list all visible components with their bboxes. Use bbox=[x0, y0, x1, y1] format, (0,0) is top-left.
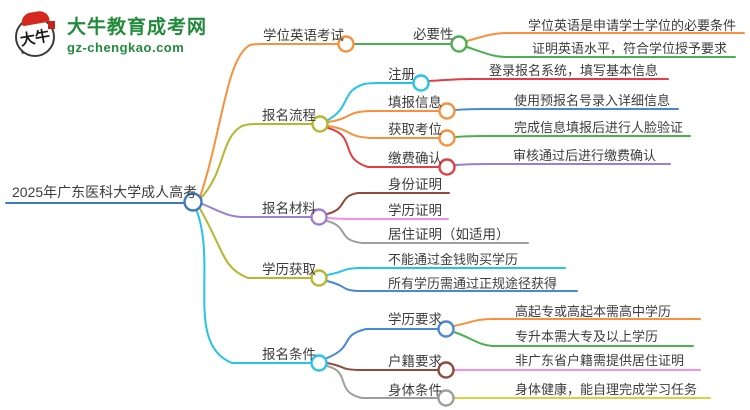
edge-education-proof bbox=[326, 217, 449, 220]
node-circle-degree-acquisition bbox=[310, 269, 328, 287]
node-physical-condition-label: 身体条件 bbox=[388, 383, 442, 398]
site-name: 大牛教育成考网 bbox=[67, 17, 208, 38]
branch-registration-process-label: 报名流程 bbox=[262, 108, 316, 123]
edge-registration-conditions bbox=[195, 208, 312, 364]
edge-fill-info bbox=[327, 110, 440, 123]
edge-highschool-requirement bbox=[453, 318, 701, 327]
edge-residence-proof bbox=[326, 220, 529, 244]
edge-degree-acquisition bbox=[198, 206, 312, 279]
edge-fill-info-detail bbox=[454, 108, 679, 111]
node-circle-degree-english bbox=[337, 35, 355, 53]
node-circle-registration-conditions bbox=[310, 354, 328, 372]
edge-obtain-seat bbox=[327, 125, 440, 139]
branch-registration-materials-label: 报名材料 bbox=[262, 201, 316, 216]
node-obtain-seat-label: 获取考位 bbox=[388, 122, 442, 137]
edge-prove-english-level bbox=[466, 46, 736, 58]
branch-degree-english-label: 学位英语考试 bbox=[263, 28, 344, 43]
branch-degree-acquisition-label: 学历获取 bbox=[262, 262, 316, 277]
central-topic-label: 2025年广东医科大学成人高考 bbox=[12, 184, 198, 200]
detail-fill-info-label: 使用预报名号录入详细信息 bbox=[514, 93, 671, 108]
edge-identity-proof bbox=[326, 192, 450, 215]
edge-register bbox=[327, 82, 414, 121]
detail-degree-english-requirement-label: 学位英语是申请学士学位的必要条件 bbox=[528, 18, 737, 33]
node-register-label: 注册 bbox=[388, 67, 415, 82]
detail-register-label: 登录报名系统，填写基本信息 bbox=[489, 63, 659, 78]
node-circle-necessity bbox=[450, 35, 468, 53]
node-circle-register bbox=[412, 74, 430, 92]
node-circle-payment-confirmation bbox=[438, 158, 456, 176]
detail-obtain-seat-label: 完成信息填报后进行人脸验证 bbox=[514, 120, 684, 135]
node-circle-physical-condition bbox=[437, 389, 455, 407]
node-household-requirement-label: 户籍要求 bbox=[388, 354, 442, 369]
node-payment-confirmation-label: 缴费确认 bbox=[388, 151, 442, 166]
detail-non-guangdong-label: 非广东省户籍需提供居住证明 bbox=[515, 353, 685, 368]
detail-no-money-purchase-label: 不能通过金钱购买学历 bbox=[388, 252, 519, 267]
edge-degree-english-requirement bbox=[466, 32, 745, 42]
edge-obtain-seat-detail bbox=[454, 135, 691, 138]
detail-highschool-requirement-label: 高起专或高起本需高中学历 bbox=[515, 304, 672, 319]
edge-formal-channels bbox=[326, 280, 578, 292]
detail-formal-channels-label: 所有学历需通过正规途径获得 bbox=[388, 276, 558, 291]
site-logo: 大牛 大牛教育成考网 gz-chengkao.com bbox=[14, 9, 207, 61]
node-circle-household-requirement bbox=[437, 361, 455, 379]
edge-registration-materials bbox=[199, 202, 312, 218]
logo-text-block: 大牛教育成考网 gz-chengkao.com bbox=[67, 17, 207, 55]
edge-no-money-purchase bbox=[326, 267, 566, 276]
detail-college-requirement-label: 专升本需大专及以上学历 bbox=[515, 329, 659, 344]
node-circle-fill-info bbox=[438, 102, 456, 120]
edge-payment-confirmation bbox=[327, 127, 440, 168]
edge-college-requirement bbox=[453, 331, 694, 347]
node-fill-info-label: 填报信息 bbox=[388, 95, 442, 110]
edge-education-requirement bbox=[326, 328, 439, 359]
edge-register-detail bbox=[428, 78, 669, 82]
logo-red-seal bbox=[48, 21, 55, 29]
detail-payment-confirmation-label: 审核通过后进行缴费确认 bbox=[513, 148, 657, 163]
site-url: gz-chengkao.com bbox=[67, 40, 185, 55]
detail-prove-english-level-label: 证明英语水平，符合学位授予要求 bbox=[532, 41, 728, 56]
node-circle-obtain-seat bbox=[438, 129, 456, 147]
edge-degree-english bbox=[199, 43, 339, 198]
node-circle-registration-process bbox=[311, 115, 329, 133]
node-circle-registration-materials bbox=[310, 208, 328, 226]
node-education-proof-label: 学历证明 bbox=[388, 203, 442, 218]
logo-icon-text: 大牛 bbox=[18, 27, 52, 49]
node-circle-central bbox=[183, 192, 203, 212]
node-circle-education-requirement bbox=[437, 320, 455, 338]
edge-registration-process bbox=[199, 123, 313, 200]
edge-household-requirement bbox=[326, 362, 439, 371]
edge-payment-confirmation-detail bbox=[454, 163, 671, 166]
node-residence-proof-label: 居住证明（如适用） bbox=[388, 227, 510, 242]
branch-registration-conditions-label: 报名条件 bbox=[262, 347, 316, 362]
edge-physical-condition bbox=[326, 365, 439, 399]
daniu-logo-icon: 大牛 bbox=[14, 9, 58, 61]
node-necessity-label: 必要性 bbox=[413, 27, 454, 42]
node-identity-proof-label: 身份证明 bbox=[388, 177, 442, 192]
detail-health-requirement-label: 身体健康，能自理完成学习任务 bbox=[515, 382, 698, 397]
node-education-requirement-label: 学历要求 bbox=[388, 312, 442, 327]
